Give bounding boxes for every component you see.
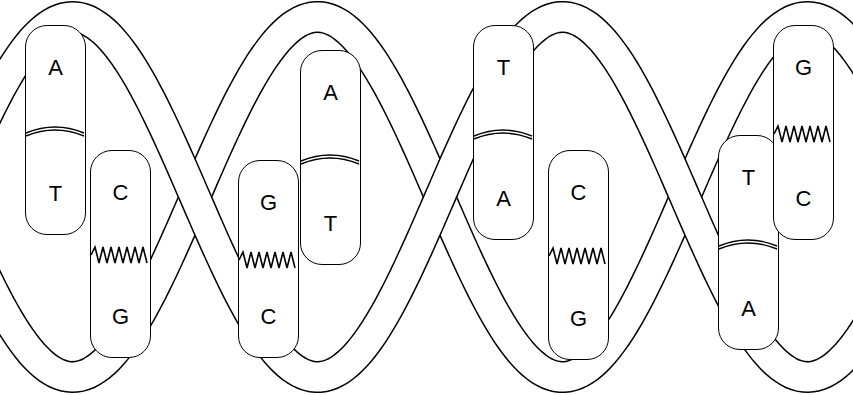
double-bond [301,147,359,171]
strand-edge [0,17,853,377]
bond-line [301,158,359,164]
base-letter: T [719,166,778,190]
base-letter: G [239,191,298,215]
base-pair: GC [238,160,299,358]
base-pair: CG [90,150,151,358]
triple-bond [91,243,149,267]
base-pair: AT [25,25,86,235]
base-pair: CG [548,150,609,360]
base-letter: T [26,182,85,206]
base-letter: T [301,212,360,236]
backbone-strand [0,17,853,377]
base-pair: TA [718,135,779,350]
strand-fill [0,17,853,377]
base-letter: G [774,56,833,80]
triple-bond [239,248,297,272]
double-bond [26,119,84,143]
strand-fill [0,17,853,377]
bond-line [719,243,777,249]
triple-bond [549,244,607,268]
bond-line [474,133,532,139]
strand-edge [0,17,853,377]
base-letter: A [26,56,85,80]
bond-line [239,252,295,268]
bond-line [549,248,605,264]
base-pair: GC [773,25,834,240]
bond-line [774,126,830,142]
base-letter: C [774,187,833,211]
base-letter: C [239,305,298,329]
base-letter: A [301,81,360,105]
base-letter: A [474,187,533,211]
base-letter: C [91,181,150,205]
double-bond [474,122,532,146]
bond-line [26,130,84,136]
base-letter: G [549,307,608,331]
base-pair: TA [473,25,534,240]
base-pair: AT [300,50,361,265]
double-bond [719,232,777,256]
backbone-strand [0,17,853,377]
triple-bond [774,122,832,146]
base-letter: T [474,56,533,80]
base-letter: A [719,297,778,321]
base-letter: G [91,305,150,329]
base-letter: C [549,181,608,205]
bond-line [91,247,147,263]
